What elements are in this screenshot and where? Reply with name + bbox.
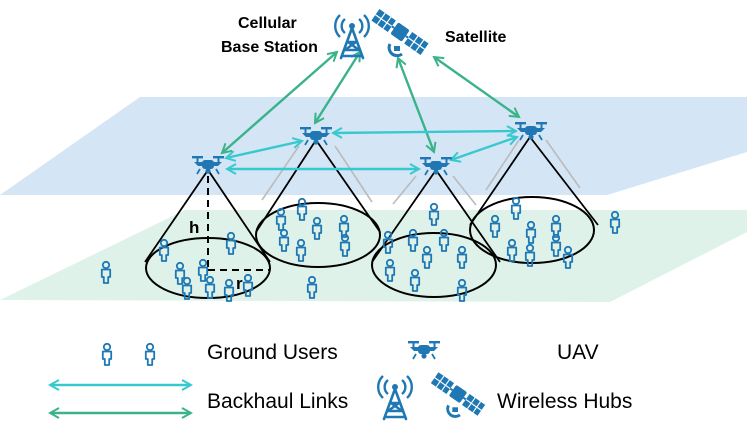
legend-wireless-hubs-label: Wireless Hubs (497, 390, 632, 413)
base-station-label-line2: Base Station (221, 39, 318, 56)
legend-user-icon (101, 342, 113, 366)
legend-ground-users-label: Ground Users (207, 341, 338, 364)
legend-satellite-icon (429, 370, 487, 418)
radius-label: r (236, 274, 243, 293)
legend: Ground Users UAV Backhaul Links Wireless… (50, 340, 632, 421)
base-station-label-line1: Cellular (238, 15, 297, 32)
uav-plane (0, 97, 747, 195)
legend-cell-tower-icon (376, 374, 414, 421)
height-radius-markers (207, 176, 270, 271)
cell-tower-icon (333, 13, 371, 60)
legend-user-icon (144, 342, 156, 366)
legend-uav-label: UAV (557, 341, 599, 364)
satellite-icon (369, 7, 431, 58)
satellite-label: Satellite (445, 29, 506, 46)
height-label: h (189, 218, 199, 237)
legend-drone-icon (407, 340, 441, 360)
legend-backhaul-label: Backhaul Links (207, 390, 348, 413)
backhaul-links (226, 131, 517, 169)
